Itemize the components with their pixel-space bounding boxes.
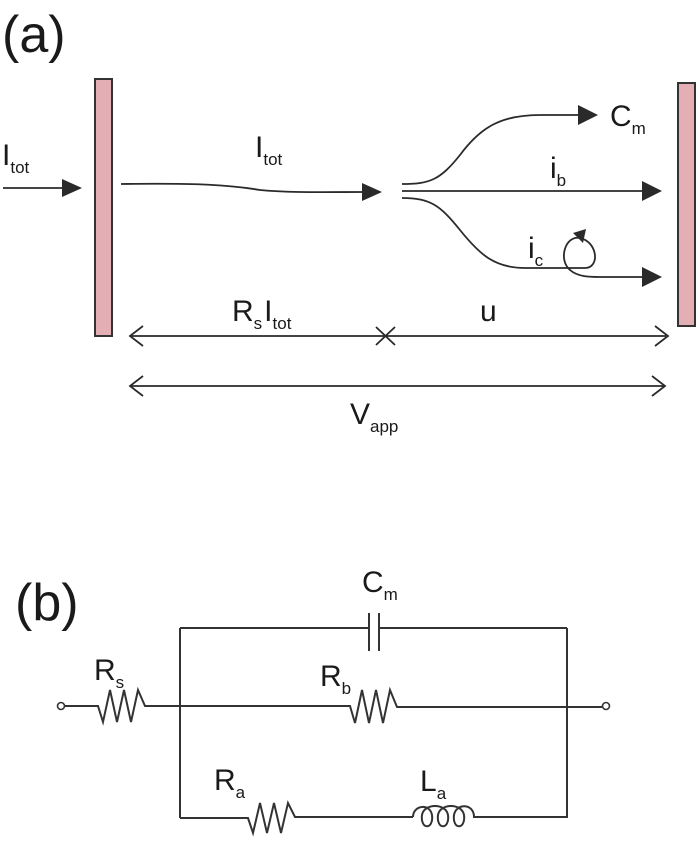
panel-a: (a) Itot Itot Cm ib ic <box>2 6 696 436</box>
rs-label: Rs <box>94 654 124 692</box>
ra-label: Ra <box>214 764 246 802</box>
vapp-label: Vapp <box>350 398 398 436</box>
bulk-arrowhead <box>362 183 382 201</box>
rs-drop-label: RsItot <box>232 295 292 333</box>
left-terminal[interactable] <box>56 701 66 711</box>
panel-b-label: (b) <box>15 574 79 632</box>
capacitor-cm <box>368 613 380 651</box>
la-label: La <box>420 765 447 803</box>
right-electrode <box>677 82 696 327</box>
vapp-right-head <box>651 375 667 397</box>
branch-ic-arrowhead <box>642 267 662 287</box>
rs-resistor <box>65 686 180 726</box>
branch-ib-label: ib <box>550 152 566 190</box>
loop-arrowhead <box>573 229 586 243</box>
cm-label: Cm <box>362 566 398 604</box>
rb-resistor <box>180 686 602 724</box>
bulk-current-label: Itot <box>255 131 283 169</box>
bulk-current-line <box>120 182 366 194</box>
panel-b: (b) Cm Rs Rb Ra La <box>15 566 611 837</box>
branch-cm-arrowhead <box>578 105 598 125</box>
rs-drop-left-head <box>128 325 144 347</box>
u-right-head <box>654 325 670 347</box>
left-electrode <box>94 78 113 337</box>
branch-cm-label: Cm <box>610 100 646 138</box>
u-label: u <box>480 295 497 328</box>
branch-ib-arrowhead <box>642 181 662 201</box>
branch-ic-path <box>401 197 645 278</box>
branch-cm-path <box>401 114 580 185</box>
input-arrowhead <box>62 179 82 197</box>
right-terminal[interactable] <box>601 701 611 711</box>
branch-ic-label: ic <box>528 232 544 270</box>
input-current-label: Itot <box>2 139 30 177</box>
rb-label: Rb <box>320 660 351 698</box>
divider-cross <box>375 326 396 346</box>
panel-a-label: (a) <box>2 6 66 64</box>
ra-resistor <box>180 800 413 837</box>
la-inductor <box>412 805 567 828</box>
vapp-left-head <box>128 375 144 397</box>
